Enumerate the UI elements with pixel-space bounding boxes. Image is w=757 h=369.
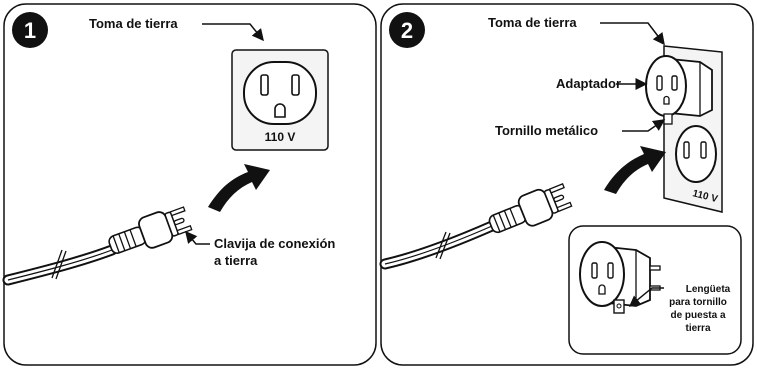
adapter-ground-tab	[663, 113, 673, 125]
adapter-detail-inset: Lengüeta para tornillo de puesta a tierr…	[568, 225, 742, 355]
grounding-plug-2	[488, 183, 573, 234]
outlet-slot-right-1	[291, 74, 300, 96]
step-2-badge: 2	[389, 12, 425, 48]
screw-label-leader	[622, 119, 666, 132]
insert-arrow-1	[208, 164, 270, 212]
step-2-number: 2	[401, 18, 413, 43]
outlet-ground-hole-1	[274, 103, 286, 118]
step-1-badge: 1	[12, 12, 48, 48]
adapter-installed	[645, 55, 713, 125]
wall-outlet-1: 110 V	[231, 49, 329, 151]
outlet-label-2: Toma de tierra	[488, 15, 577, 30]
tab-label-line2: para tornillo	[669, 297, 727, 308]
insert-arrow-2	[604, 146, 666, 194]
outlet-label-2-leader	[600, 22, 665, 46]
cord-break-mark-2b	[439, 232, 451, 260]
cord-break-mark-1b	[55, 250, 67, 280]
power-cord-1	[2, 244, 118, 286]
outlet-label-1: Toma de tierra	[89, 16, 178, 31]
plug-label-1-line1: Clavija de conexión	[214, 236, 335, 251]
plug-label-1-leader	[185, 230, 210, 245]
power-cord-2	[379, 220, 498, 270]
adapter-label: Adaptador	[556, 76, 621, 91]
outlet-slot-left-1	[260, 74, 269, 96]
cord-break-mark-1a	[51, 249, 63, 279]
panel-1: 1 Toma de tierra 110 V	[2, 3, 377, 366]
outlet-face-lower-2	[675, 125, 717, 183]
outlet-slot-left-2	[683, 141, 690, 159]
plug-ground-pin-1	[173, 217, 185, 226]
tab-label-leader	[628, 287, 664, 307]
tab-label-line4: tierra	[685, 323, 710, 334]
step-1-number: 1	[24, 18, 36, 43]
grounding-plug-1	[108, 206, 193, 254]
plug-prong-top-1	[169, 206, 186, 217]
tab-label-line1: Lengüeta	[686, 284, 731, 295]
panel-2: 2 Toma de tierra 110 V Adaptador Tornill	[379, 3, 754, 366]
adapter-detail	[579, 241, 661, 314]
voltage-label-1: 110 V	[265, 130, 296, 144]
outlet-slot-right-2	[700, 141, 707, 159]
outlet-label-1-leader	[202, 23, 264, 42]
cord-break-mark-2a	[435, 231, 447, 259]
plug-label-1-line2: a tierra	[214, 253, 258, 268]
screw-label: Tornillo metálico	[495, 123, 598, 138]
tab-label-line3: de puesta a	[670, 310, 725, 321]
